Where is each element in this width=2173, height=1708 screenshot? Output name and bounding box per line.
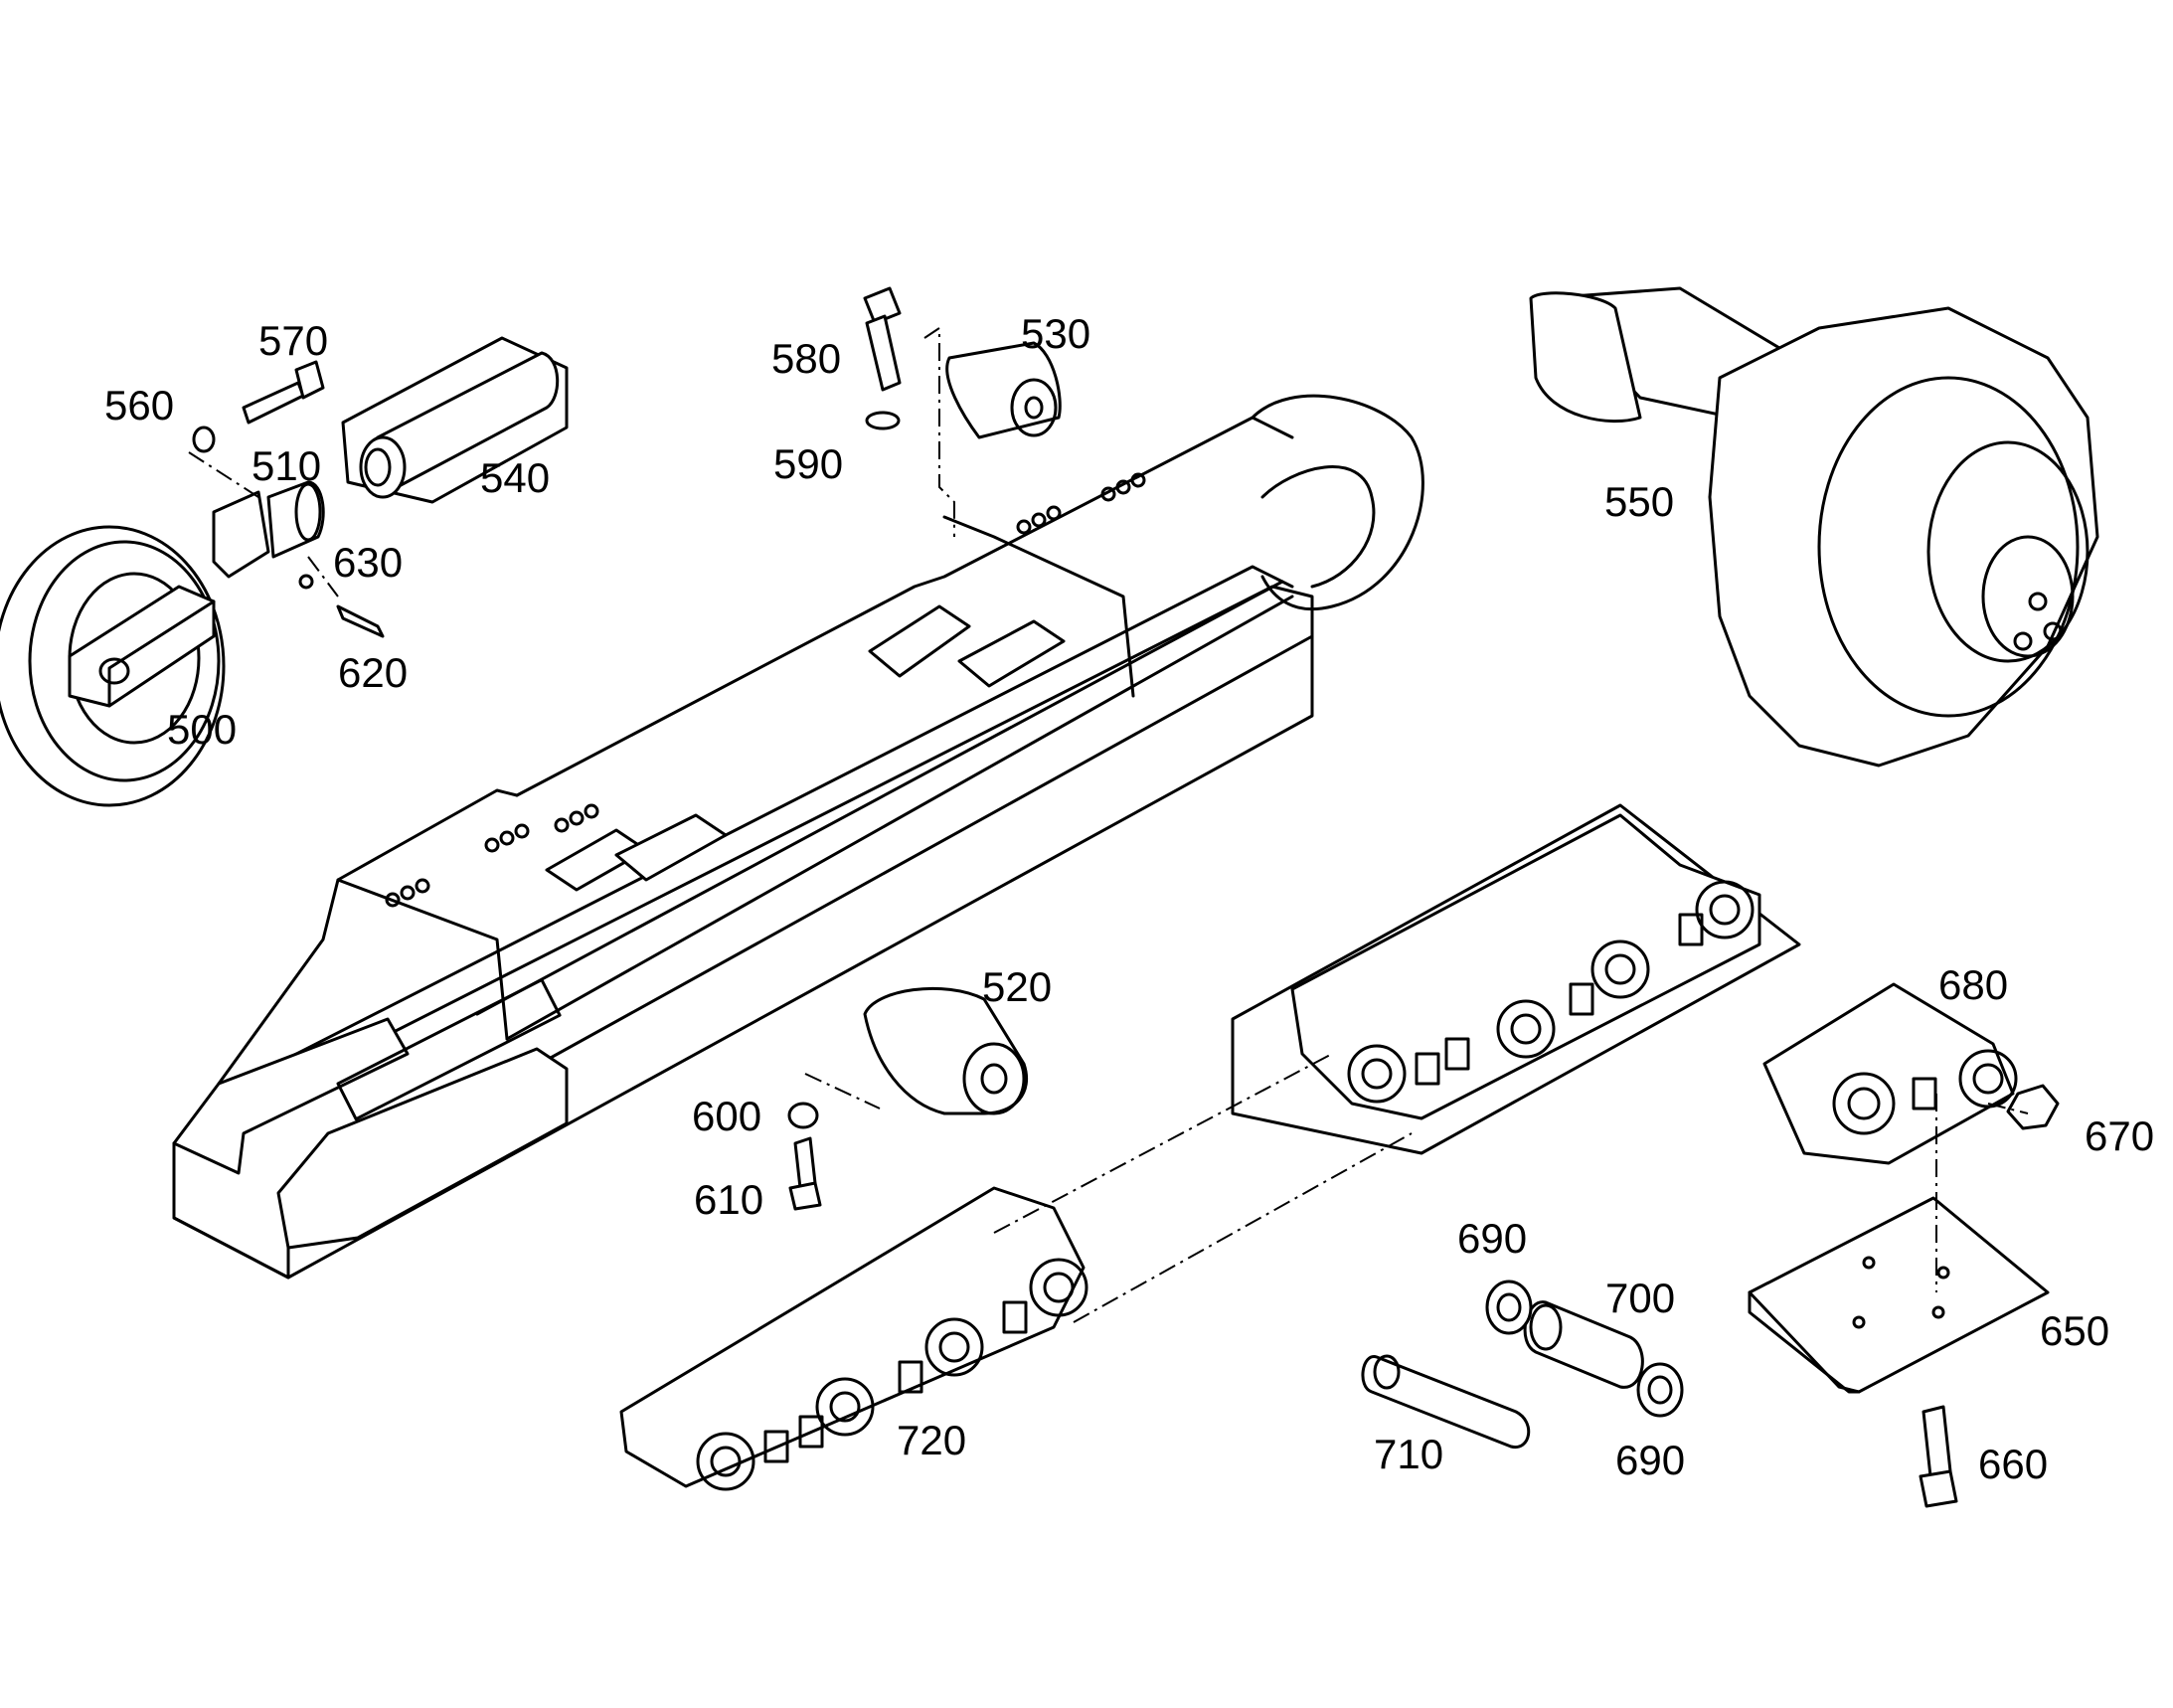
idler-shaft: [341, 336, 569, 504]
label-690-top: 690: [1457, 1215, 1528, 1262]
track-pin-710: [1361, 1354, 1531, 1449]
track-shoe-650: [1748, 1094, 2050, 1508]
label-650: 650: [2040, 1307, 2110, 1354]
label-680: 680: [1938, 961, 2009, 1008]
tension-cylinder: [212, 480, 325, 579]
label-540: 540: [480, 454, 551, 501]
drive-sprocket: [1529, 286, 2099, 768]
label-550: 550: [1604, 478, 1675, 525]
label-710: 710: [1374, 1431, 1444, 1477]
label-630: 630: [333, 539, 404, 586]
label-610: 610: [694, 1176, 764, 1223]
track-chain-720: [619, 1186, 1088, 1491]
label-510: 510: [251, 442, 322, 489]
label-570: 570: [258, 317, 329, 364]
track-frame: [172, 394, 1424, 1280]
label-660: 660: [1978, 1441, 2049, 1487]
idler-wheel: [0, 525, 226, 807]
label-590: 590: [773, 440, 844, 487]
label-530: 530: [1021, 310, 1091, 357]
label-600: 600: [692, 1093, 762, 1139]
label-620: 620: [338, 649, 409, 696]
label-700: 700: [1605, 1275, 1676, 1321]
assembly-lines: [188, 451, 2029, 1323]
bolt-570: [192, 360, 325, 453]
label-520: 520: [982, 963, 1053, 1010]
label-500: 500: [167, 706, 238, 753]
track-chain-assembly: [1231, 803, 1801, 1155]
track-roller: [787, 986, 1029, 1211]
label-560: 560: [104, 382, 175, 428]
label-720: 720: [897, 1417, 967, 1463]
label-580: 580: [771, 335, 842, 382]
seal-690: [1485, 1280, 1684, 1418]
label-670: 670: [2085, 1112, 2155, 1159]
label-690-bottom: 690: [1615, 1437, 1686, 1483]
track-link-680: [1762, 982, 2060, 1165]
pin-620: [298, 574, 385, 638]
carrier-roller: [863, 286, 1062, 537]
